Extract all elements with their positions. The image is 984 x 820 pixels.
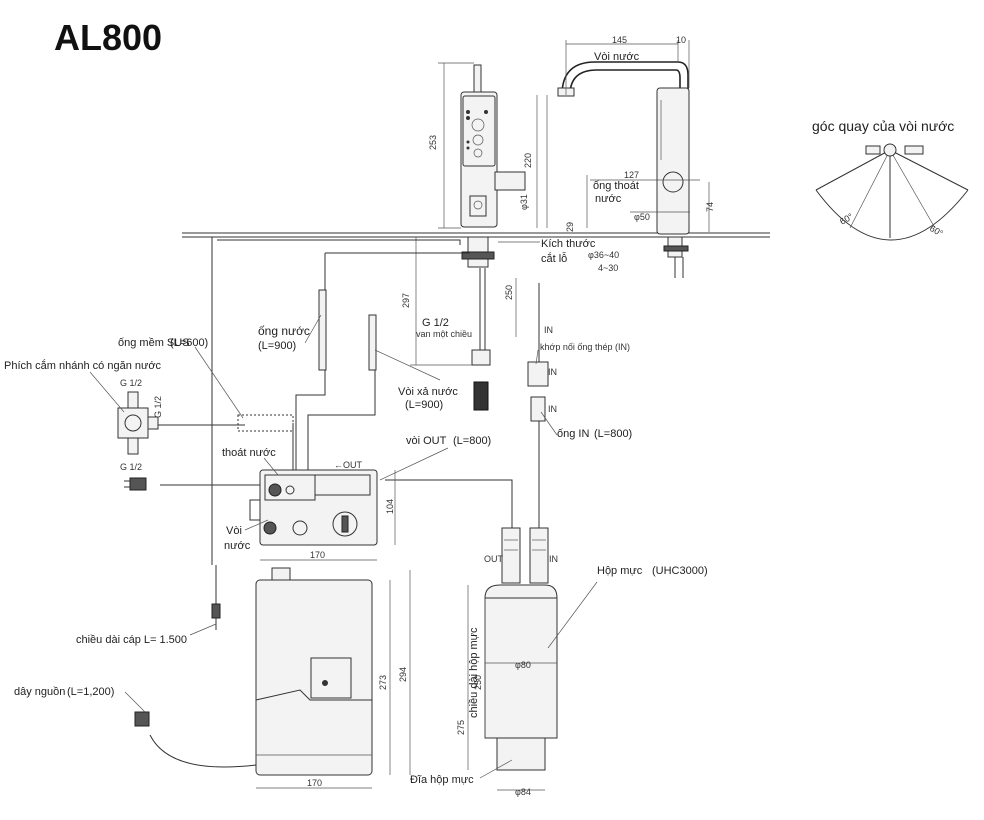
- faucet-front-view: [460, 64, 526, 411]
- side-view-dimensions: 145 10 127 74 29 φ50: [546, 35, 715, 232]
- dim-84: φ84: [515, 787, 531, 797]
- faucet-body-side: [656, 87, 690, 235]
- faucet-spout-stub: [473, 64, 482, 96]
- sus-hose-label: ống mềm SUS: [118, 337, 190, 349]
- side-outlet: [494, 171, 526, 191]
- dim-253: 253: [428, 135, 438, 150]
- out-faucet-len: (L=800): [453, 435, 491, 447]
- cartridge-unit: [484, 527, 558, 771]
- in-pipe-label: ống IN: [557, 428, 589, 440]
- cartridge-base-label: Đĩa hộp mực: [410, 774, 474, 786]
- water-pipe-len: (L=900): [258, 340, 296, 352]
- control-unit-front: [255, 567, 373, 776]
- power-plug-1: [124, 477, 147, 491]
- pipes: [140, 237, 549, 565]
- water-pipe-label: ống nước: [258, 324, 310, 338]
- panel-button-1: [471, 118, 485, 132]
- control-unit-dims: 104 170: [260, 470, 396, 561]
- in-label-2: IN: [548, 367, 557, 377]
- dim-31: φ31: [519, 194, 529, 210]
- dim-127: 127: [624, 170, 639, 180]
- dim-104: 104: [385, 499, 395, 514]
- unit-panel: [310, 657, 352, 699]
- hole-size-label-2: cắt lỗ: [541, 252, 567, 265]
- dim-50: φ50: [634, 212, 650, 222]
- power-plug-2: [134, 711, 150, 727]
- check-valve-size: G 1/2: [422, 317, 449, 329]
- dim-170b: 170: [307, 778, 322, 788]
- hole-size-label-1: Kích thước: [541, 238, 596, 250]
- faucet2-label-2: nước: [224, 540, 251, 552]
- steel-joint: [527, 361, 549, 387]
- drain-label: thoát nước: [222, 447, 276, 459]
- check-valve: [471, 349, 491, 366]
- in-small-label: IN: [549, 554, 558, 564]
- front-unit-dims: 273 294 170: [256, 570, 411, 789]
- branch-plug-valve: [117, 391, 159, 455]
- rotation-angle-label: góc quay của vòi nước: [812, 118, 954, 134]
- dim-220: 220: [523, 153, 533, 168]
- drain-outlet-circle: [662, 171, 684, 193]
- in-label-3: IN: [548, 404, 557, 414]
- angle-right: 60°: [928, 223, 945, 239]
- hole-thickness: 4~30: [598, 263, 618, 273]
- sus-hose: [237, 414, 294, 432]
- steel-joint-label: khớp nối ống thép (IN): [540, 342, 630, 352]
- unit-top-body: [259, 469, 378, 546]
- power-cord-label: dây nguồn: [14, 686, 65, 698]
- control-unit-top: [249, 469, 378, 546]
- drain-faucet-end: [473, 381, 489, 411]
- drain-faucet-label: Vòi xả nước: [398, 386, 458, 398]
- dim-294: 294: [398, 667, 408, 682]
- dim-275: 275: [456, 720, 466, 735]
- in-connector: [530, 396, 546, 422]
- drain-faucet-len: (L=900): [405, 399, 443, 411]
- dim-273: 273: [378, 675, 388, 690]
- cartridge-out-port: [501, 527, 521, 584]
- angle-left: 60°: [838, 211, 855, 227]
- g-side: G 1/2: [153, 396, 163, 418]
- sus-hose-len: (L=600): [170, 337, 208, 349]
- out-faucet-label: vòi OUT: [406, 435, 447, 447]
- dim-170a: 170: [310, 550, 325, 560]
- in-label-1: IN: [544, 325, 553, 335]
- drain-pipe-label-1: ống thoát: [593, 180, 639, 192]
- spout-arc-inner: [569, 69, 681, 96]
- hole-diameter: φ36~40: [588, 250, 619, 260]
- dim-80: φ80: [515, 660, 531, 670]
- cartridge-model: (UHC3000): [652, 565, 708, 577]
- dim-145: 145: [612, 35, 627, 45]
- cartridge-in-port: [529, 527, 549, 584]
- cartridge-label: Hộp mực: [597, 565, 643, 577]
- panel-button-2: [472, 134, 484, 146]
- dim-10: 10: [676, 35, 686, 45]
- model-title: AL800: [54, 17, 162, 58]
- leader-lines: [89, 314, 598, 779]
- g-bottom: G 1/2: [120, 462, 142, 472]
- cartridge-base: [496, 737, 546, 771]
- dim-74: 74: [705, 202, 715, 212]
- panel-button-3: [473, 148, 483, 158]
- faucet2-label-1: Vòi: [226, 525, 242, 537]
- in-pipe-len: (L=800): [594, 428, 632, 440]
- power-cord-len: (L=1,200): [67, 686, 114, 698]
- out-small-label: OUT: [484, 554, 504, 564]
- cartridge-dims: 275 250 φ80 φ84: [456, 585, 545, 797]
- dim-250a: 250: [504, 285, 514, 300]
- dim-29: 29: [565, 222, 575, 232]
- cable-length-label: chiều dài cáp L= 1.500: [76, 634, 187, 646]
- check-valve-label: van một chiều: [416, 329, 472, 339]
- rotation-angle-diagram: [815, 143, 969, 241]
- g-top: G 1/2: [120, 378, 142, 388]
- branch-plug-label: Phích cắm nhánh có ngăn nước: [4, 359, 162, 372]
- dim-297: 297: [401, 293, 411, 308]
- dim-250b: 250: [473, 675, 483, 690]
- front-view-dimensions: 253 220 φ31 297: [401, 62, 538, 366]
- cable: [134, 565, 257, 768]
- faucet-label: Vòi nước: [594, 51, 640, 63]
- drain-pipe-label-2: nước: [595, 193, 622, 205]
- cartridge-length-label: chiều dài hộp mực: [468, 627, 480, 718]
- out-arrow-label: ←OUT: [334, 460, 363, 470]
